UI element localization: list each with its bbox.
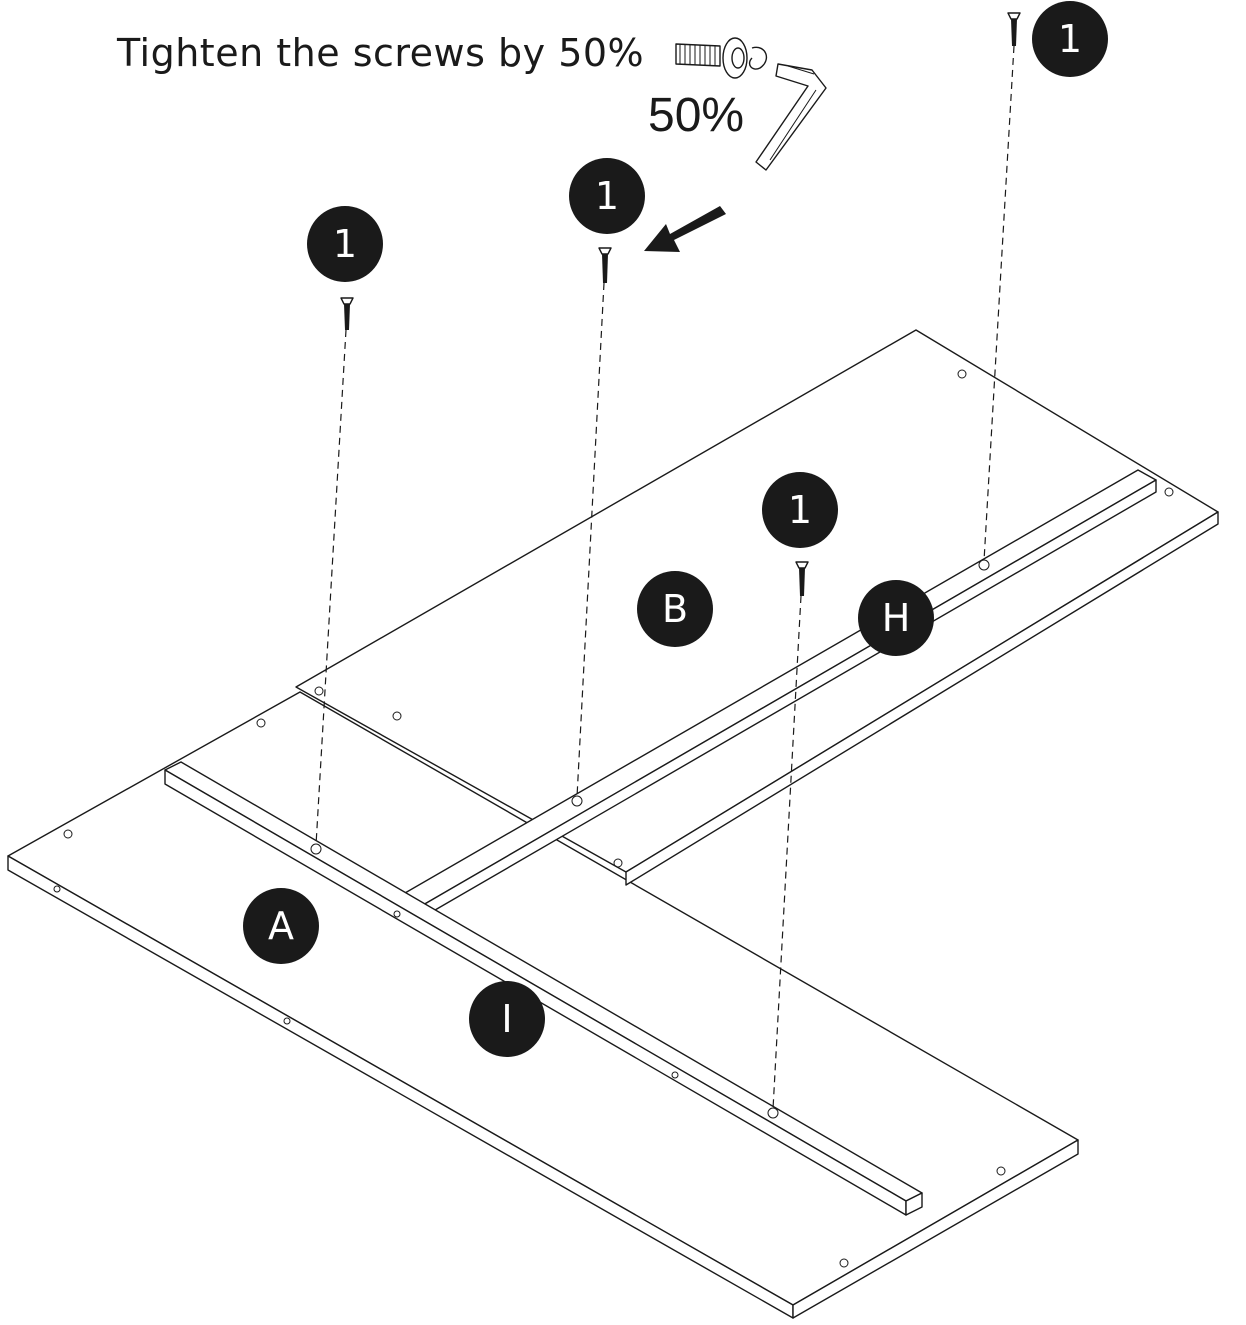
insertion-guide-line	[772, 595, 802, 1110]
panel-b	[295, 329, 1219, 886]
step-badge: 1	[307, 206, 383, 282]
svg-text:H: H	[882, 596, 911, 640]
insertion-guide-line	[315, 329, 347, 846]
svg-text:A: A	[268, 904, 294, 948]
svg-text:I: I	[501, 997, 512, 1041]
screw-icon	[1007, 12, 1021, 46]
allen-key-icon	[755, 63, 827, 171]
part-label-a: A	[243, 888, 319, 964]
svg-text:B: B	[662, 587, 688, 631]
step-badge: 1	[762, 472, 838, 548]
insertion-guide-line	[576, 282, 605, 798]
tighten-percentage: 50%	[648, 89, 744, 142]
svg-text:1: 1	[595, 174, 619, 218]
part-label-b: B	[637, 571, 713, 647]
svg-text:1: 1	[1058, 17, 1082, 61]
part-label-i: I	[469, 981, 545, 1057]
svg-text:1: 1	[333, 222, 357, 266]
screw-icon	[795, 561, 809, 596]
instruction-text: Tighten the screws by 50%	[116, 31, 644, 75]
insertion-guide-line	[983, 45, 1015, 562]
screw-with-washer-icon	[675, 37, 768, 79]
screw-icon	[598, 247, 612, 283]
step-badge: 1	[569, 158, 645, 234]
arrow-icon	[644, 206, 726, 252]
rail-i	[164, 761, 923, 1216]
screw-icon	[340, 297, 354, 330]
svg-text:1: 1	[788, 488, 812, 532]
part-label-h: H	[858, 580, 934, 656]
step-badge: 1	[1032, 1, 1108, 77]
